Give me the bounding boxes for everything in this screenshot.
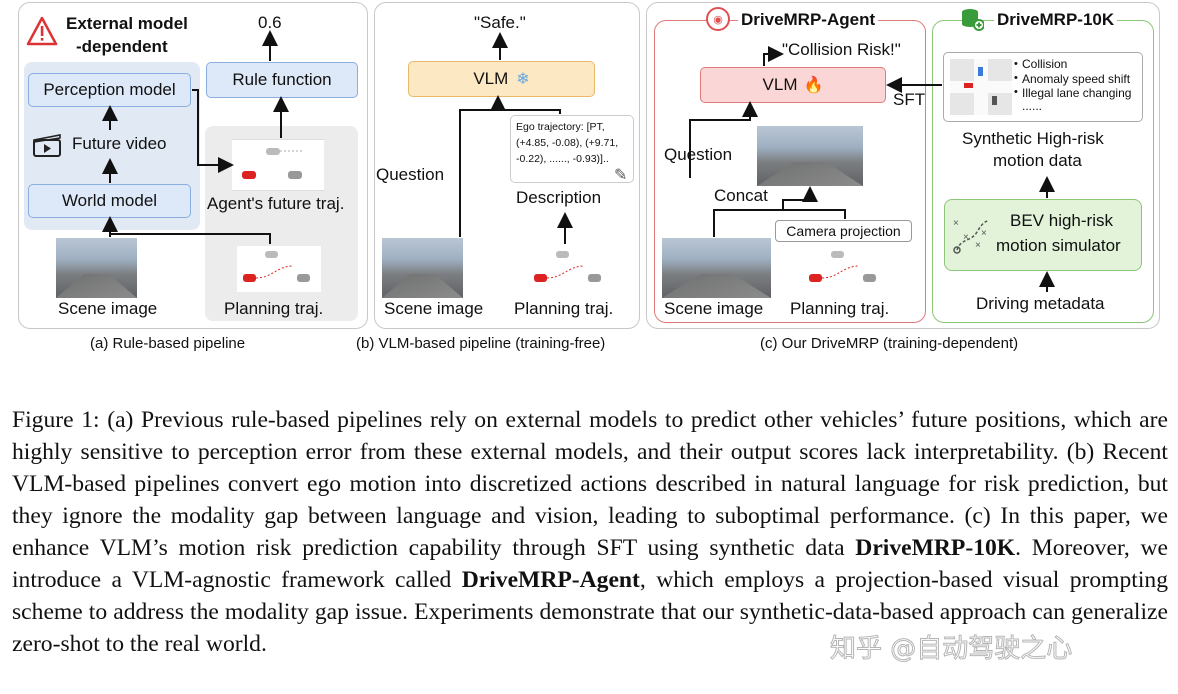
synthetic-label-1: Synthetic High-risk [962,129,1104,148]
fire-icon: 🔥 [803,77,824,94]
panel-b-caption: (b) VLM-based pipeline (training-free) [356,335,606,352]
scene-image-b [382,238,463,298]
warning-triangle-icon [26,16,58,46]
caption-part-3: , which employs a projection-based visua… [12,567,1168,657]
bev-label-1: BEV high-risk [1010,211,1113,230]
figure-caption: Figure 1: (a) Previous rule-based pipeli… [12,404,1168,660]
planning-traj-image-c [803,246,887,292]
sft-label: SFT [893,90,926,109]
watermark: 知乎 @自动驾驶之心 [829,634,1073,665]
risk-item-1: Anomaly speed shift [1022,72,1131,86]
description-label: Description [516,188,602,207]
scene-image-c [662,238,771,298]
svg-text:×: × [963,232,969,243]
clapperboard-icon [33,134,61,157]
scene-image-a [56,238,137,298]
planning-traj-image-b [528,246,612,292]
planning-traj-label-a: Planning traj. [224,299,324,318]
concat-label: Concat [714,186,768,205]
ego-trajectory-box: Ego trajectory: [PT, (+4.85, -0.08), (+9… [510,115,634,183]
vlm-label-c: VLM [762,75,798,94]
planning-traj-image-a [237,246,321,292]
svg-text:×: × [981,228,987,239]
output-score: 0.6 [258,13,282,32]
ego-line-3: -0.22), ......, -0.93)].. [516,153,609,165]
panel-a-title-2: -dependent [76,37,168,56]
planning-traj-label-c: Planning traj. [790,299,890,318]
bullet-dots: ••• [1014,58,1018,98]
dataset-title: DriveMRP-10K [994,10,1118,30]
panel-c-caption: (c) Our DriveMRP (training-dependent) [760,335,1019,352]
planning-traj-label-b: Planning traj. [514,299,614,318]
svg-text:×: × [975,240,981,251]
vlm-box-b: VLM ❄ [408,61,595,97]
agent-title: DriveMRP-Agent [738,10,879,30]
risk-item-0: Collision [1022,57,1068,71]
caption-part-1: Figure 1: (a) Previous rule-based pipeli… [12,407,1168,561]
risk-item-3: ...... [1022,99,1043,113]
panel-a-title-1: External model [66,14,188,33]
caption-bold-2: DriveMRP-Agent [461,567,640,593]
trajectory-scatter-icon: ×××× [953,218,990,254]
panel-c-arrows [689,46,1055,292]
safe-output: "Safe." [474,13,526,32]
caption-bold-1: DriveMRP-10K [855,535,1016,561]
question-label-c: Question [664,145,733,164]
snowflake-icon: ❄ [516,71,530,88]
panel-a-arrows [102,30,289,244]
camera-projection-box: Camera projection [775,220,912,242]
robot-face-icon: ◉ [706,7,730,31]
ego-line-2: (+4.85, -0.08), (+9.71, [516,137,619,149]
risk-item-2: Illegal lane changing [1022,86,1132,100]
scene-image-label-c: Scene image [664,299,764,318]
perception-model-box: Perception model [28,73,191,107]
collision-output: "Collision Risk!" [782,40,901,59]
panel-a-caption: (a) Rule-based pipeline [90,335,246,352]
vlm-box-c: VLM 🔥 [700,67,886,103]
panel-b-arrows [459,32,573,244]
scene-image-label-a: Scene image [58,299,158,318]
agents-future-traj-image [232,139,324,191]
caption-part-2: . Moreover, we introduce a VLM-agnostic … [12,535,1169,593]
agents-future-label: Agent's future traj. [207,194,345,213]
future-video-label: Future video [72,134,167,153]
bev-thumbnail-icon [950,59,1012,115]
vlm-label-b: VLM [473,69,509,88]
svg-text:×: × [953,218,959,229]
pencil-icon: ✎ [614,167,628,184]
projected-image [757,126,863,186]
bev-label-2: motion simulator [996,236,1121,255]
risk-types-box: Collision Anomaly speed shift Illegal la… [943,52,1143,122]
scene-image-label-b: Scene image [384,299,484,318]
driving-metadata-label: Driving metadata [976,294,1105,313]
ego-line-1: Ego trajectory: [PT, [516,121,605,133]
synthetic-label-2: motion data [993,151,1082,170]
bev-simulator-box: ×××× [944,199,1142,271]
question-label-b: Question [376,165,445,184]
